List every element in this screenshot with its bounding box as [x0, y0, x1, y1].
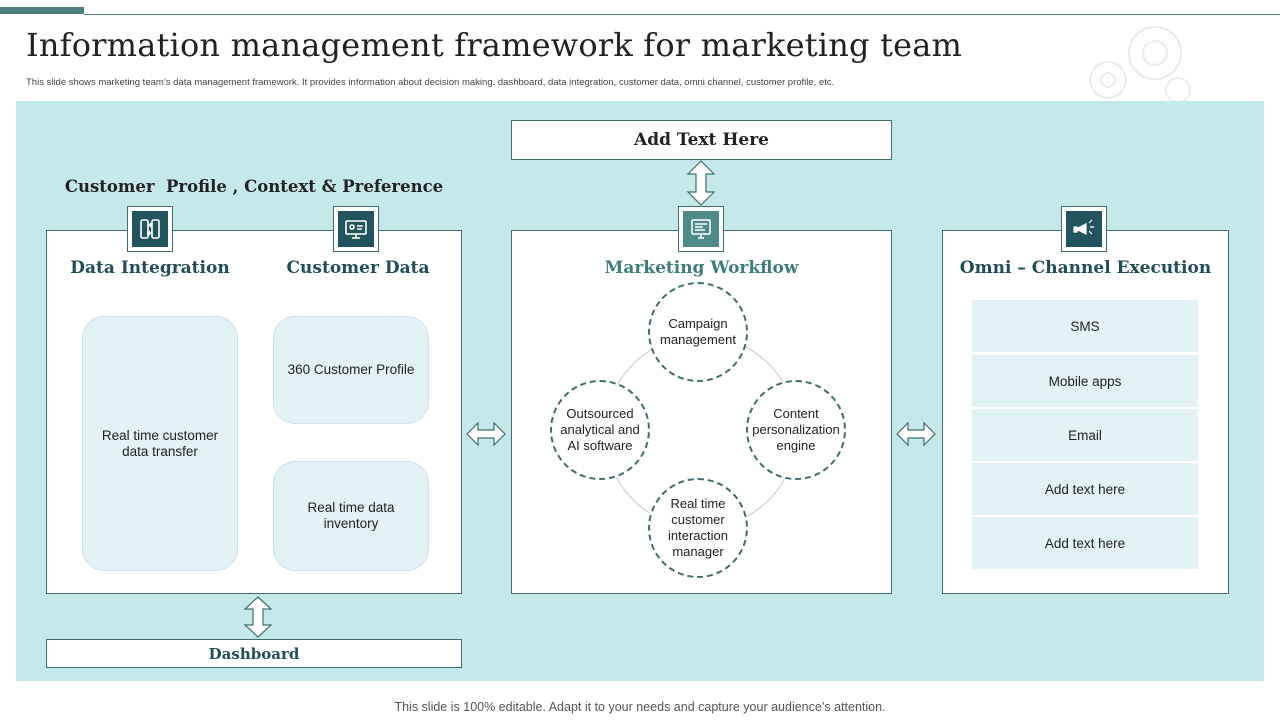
dashboard-label: Dashboard	[208, 644, 300, 663]
data-inventory-card: Real time data inventory	[273, 461, 429, 571]
workflow-node-top: Campaign management	[648, 282, 748, 382]
workflow-node-left-text: Outsourced analytical and AI software	[560, 406, 640, 453]
top-accent-bar	[0, 7, 84, 14]
footer-note: This slide is 100% editable. Adapt it to…	[394, 700, 886, 714]
data-integration-card: Real time customer data transfer	[82, 316, 238, 571]
horizontal-double-arrow-icon	[466, 421, 506, 447]
horizontal-double-arrow-icon	[896, 421, 936, 447]
workflow-node-top-text: Campaign management	[660, 316, 736, 347]
monitor-profile-icon	[338, 211, 374, 247]
omni-channel-icon-frame	[1061, 206, 1107, 252]
channel-item-text: Email	[1068, 427, 1102, 443]
vertical-double-arrow-icon	[686, 160, 716, 206]
channel-item: Email	[972, 409, 1198, 461]
megaphone-icon	[1066, 211, 1102, 247]
left-section-heading: Customer Profile , Context & Preference	[64, 177, 444, 196]
customer-profile-card: 360 Customer Profile	[273, 316, 429, 424]
channel-item: Mobile apps	[972, 355, 1198, 407]
database-transfer-icon	[132, 211, 168, 247]
channel-item-text: Add text here	[1044, 535, 1126, 551]
top-text-box: Add Text Here	[511, 120, 892, 160]
page-title: Information management framework for mar…	[26, 26, 963, 64]
workflow-node-right: Content personalization engine	[746, 380, 846, 480]
customer-data-icon-frame	[333, 206, 379, 252]
page-subtitle: This slide shows marketing team’s data m…	[26, 77, 835, 88]
data-integration-card-text: Real time customer data transfer	[101, 427, 219, 459]
channel-item-text: Add text here	[1044, 481, 1126, 497]
marketing-workflow-heading: Marketing Workflow	[604, 258, 799, 278]
dashboard-box: Dashboard	[46, 639, 462, 668]
channel-item: Add text here	[972, 463, 1198, 515]
workflow-node-bottom: Real time customer interaction manager	[648, 478, 748, 578]
top-text-label: Add Text Here	[634, 130, 769, 150]
workflow-node-bottom-text: Real time customer interaction manager	[668, 496, 728, 559]
data-inventory-card-text: Real time data inventory	[307, 500, 395, 531]
channel-item-text: Mobile apps	[1048, 373, 1122, 389]
omni-channel-heading: Omni – Channel Execution	[959, 258, 1212, 278]
vertical-double-arrow-icon	[243, 596, 273, 638]
gears-decoration-icon	[1089, 26, 1191, 103]
marketing-workflow-icon-frame	[678, 206, 724, 252]
top-divider-line	[84, 14, 1280, 15]
workflow-node-right-text: Content personalization engine	[752, 406, 840, 453]
data-integration-icon-frame	[127, 206, 173, 252]
customer-data-heading: Customer Data	[286, 258, 430, 278]
workflow-screen-icon	[683, 211, 719, 247]
data-integration-heading: Data Integration	[70, 258, 230, 278]
channel-item: SMS	[972, 300, 1198, 352]
workflow-node-left: Outsourced analytical and AI software	[550, 380, 650, 480]
channel-item-text: SMS	[1070, 318, 1100, 334]
customer-profile-card-text: 360 Customer Profile	[287, 362, 415, 377]
channel-item: Add text here	[972, 517, 1198, 569]
